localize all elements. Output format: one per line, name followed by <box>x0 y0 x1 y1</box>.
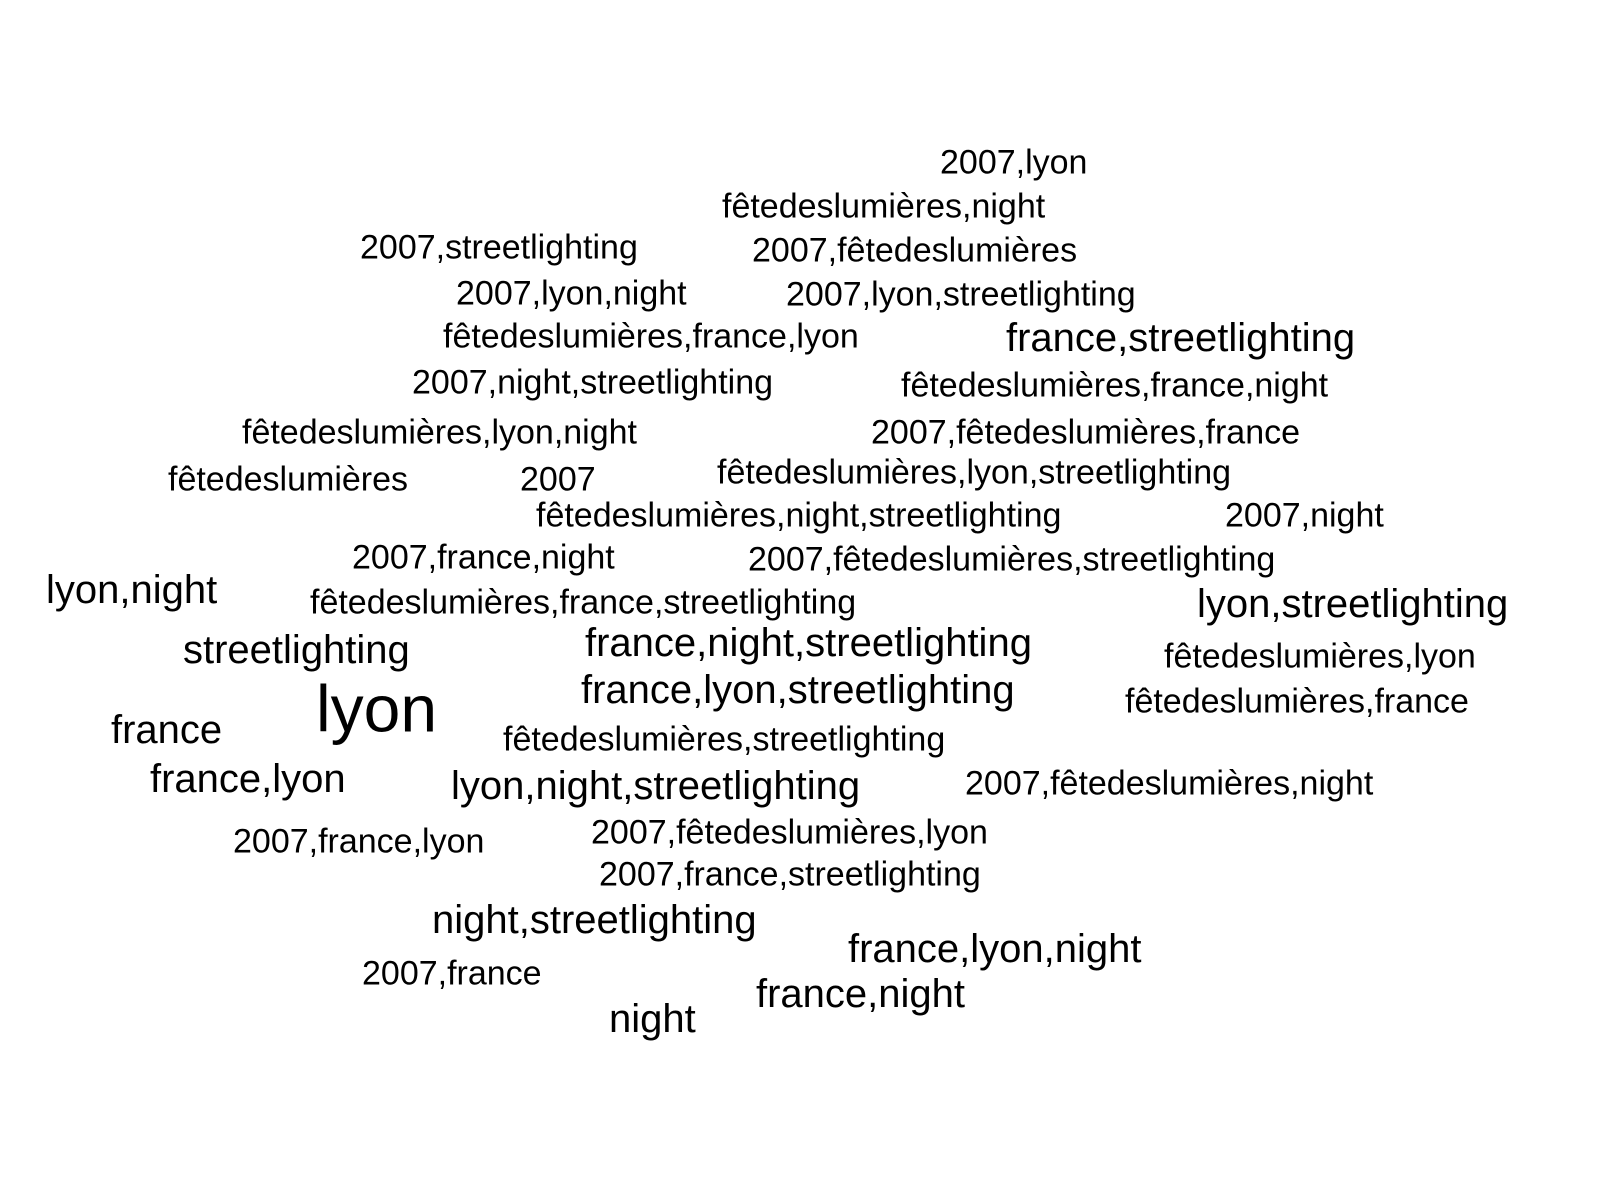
cloud-word: 2007,streetlighting <box>360 228 638 267</box>
cloud-word: france <box>111 707 223 752</box>
cloud-word: fêtedeslumières,lyon,night <box>242 413 638 452</box>
cloud-word: fêtedeslumières,night,streetlighting <box>536 496 1062 535</box>
cloud-word: france,night <box>756 971 966 1016</box>
cloud-word: france,lyon,night <box>848 926 1142 971</box>
cloud-word: lyon,night,streetlighting <box>451 763 861 808</box>
cloud-word: night,streetlighting <box>432 897 757 942</box>
cloud-word: fêtedeslumières,night <box>722 187 1046 226</box>
cloud-word: 2007,france,night <box>352 538 615 577</box>
cloud-word: fêtedeslumières,france <box>1125 682 1469 721</box>
cloud-word: fêtedeslumières,france,streetlighting <box>310 583 857 622</box>
cloud-word: fêtedeslumières <box>168 460 409 499</box>
cloud-word: 2007,france,streetlighting <box>599 855 981 894</box>
cloud-word: 2007 <box>520 460 596 499</box>
cloud-word: lyon,night <box>46 567 218 612</box>
cloud-word: 2007,fêtedeslumières <box>752 231 1078 270</box>
cloud-word: 2007,fêtedeslumières,streetlighting <box>748 540 1276 579</box>
cloud-word: lyon,streetlighting <box>1197 581 1509 626</box>
cloud-word: fêtedeslumières,france,lyon <box>443 317 859 356</box>
cloud-word: night <box>609 996 696 1041</box>
cloud-word: lyon <box>316 671 438 746</box>
cloud-word: 2007,fêtedeslumières,night <box>965 764 1374 803</box>
cloud-word: 2007,night <box>1225 496 1384 535</box>
cloud-word: fêtedeslumières,lyon,streetlighting <box>717 453 1232 492</box>
cloud-word: streetlighting <box>183 627 410 672</box>
cloud-word: fêtedeslumières,france,night <box>901 366 1329 405</box>
cloud-word: fêtedeslumières,lyon <box>1164 637 1476 676</box>
cloud-word: fêtedeslumières,streetlighting <box>503 720 946 759</box>
cloud-word: 2007,fêtedeslumières,lyon <box>591 813 988 852</box>
cloud-word: 2007,france <box>362 954 542 993</box>
cloud-word: 2007,lyon,night <box>456 274 687 313</box>
cloud-word: france,lyon <box>150 756 346 801</box>
cloud-word: france,lyon,streetlighting <box>581 667 1015 712</box>
cloud-word: 2007,lyon,streetlighting <box>786 275 1136 314</box>
cloud-word: 2007,fêtedeslumières,france <box>871 413 1301 452</box>
cloud-word: 2007,night,streetlighting <box>412 363 774 402</box>
cloud-word: 2007,france,lyon <box>233 822 485 861</box>
cloud-word: 2007,lyon <box>940 143 1088 182</box>
cloud-word: france,streetlighting <box>1006 315 1356 360</box>
cloud-word: france,night,streetlighting <box>585 620 1032 665</box>
